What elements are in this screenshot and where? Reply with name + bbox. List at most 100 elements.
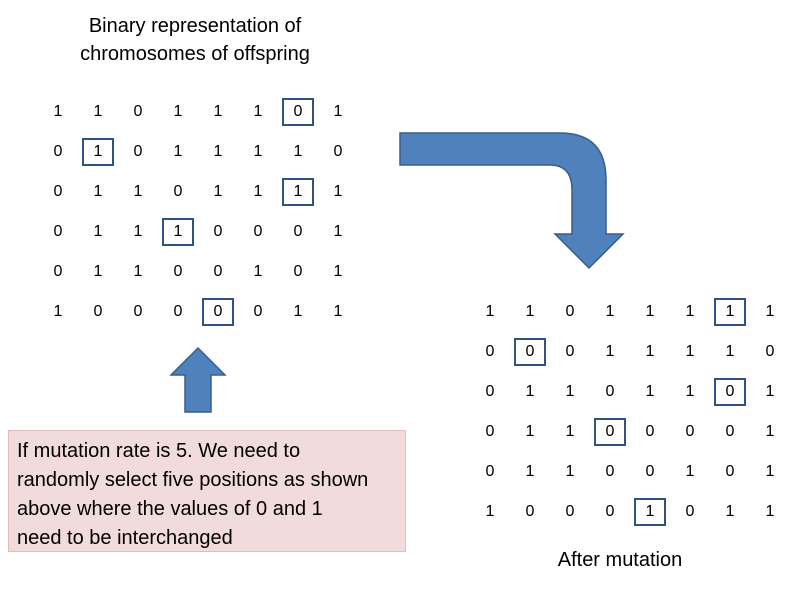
offspring-bit-r4-c8: 1	[333, 223, 343, 240]
offspring-bit-r3-c7: 1	[282, 178, 314, 206]
offspring-bit-r6-c3: 0	[133, 303, 143, 320]
offspring-bit-r3-c4: 0	[173, 183, 183, 200]
mutated-bit-r2-c1: 0	[485, 343, 495, 360]
offspring-bit-r6-c2: 0	[93, 303, 103, 320]
mutated-bit-r2-c7: 1	[725, 343, 735, 360]
mutated-bit-r4-c8: 1	[765, 423, 775, 440]
offspring-bit-r2-c4: 1	[173, 143, 183, 160]
offspring-bit-r2-c7: 1	[293, 143, 303, 160]
offspring-bit-r3-c2: 1	[93, 183, 103, 200]
offspring-bit-r6-c5: 0	[202, 298, 234, 326]
offspring-bit-r6-c6: 0	[253, 303, 263, 320]
offspring-bit-r2-c8: 0	[333, 143, 343, 160]
mutated-bit-r5-c4: 0	[605, 463, 615, 480]
offspring-bit-r5-c1: 0	[53, 263, 63, 280]
mutated-bit-r2-c6: 1	[685, 343, 695, 360]
mutated-bit-r3-c4: 0	[605, 383, 615, 400]
mutated-bit-r3-c8: 1	[765, 383, 775, 400]
mutated-bit-r6-c1: 1	[485, 503, 495, 520]
mutated-bit-r5-c6: 1	[685, 463, 695, 480]
title-line-1: Binary representation of	[88, 15, 302, 37]
mutated-bit-r6-c3: 0	[565, 503, 575, 520]
offspring-bit-r6-c1: 1	[53, 303, 63, 320]
mutated-bit-r1-c6: 1	[685, 303, 695, 320]
mutated-bit-r5-c1: 0	[485, 463, 495, 480]
offspring-bit-r5-c2: 1	[93, 263, 103, 280]
mutated-bit-r3-c7: 0	[714, 378, 746, 406]
offspring-bit-r4-c2: 1	[93, 223, 103, 240]
offspring-bit-r2-c6: 1	[253, 143, 263, 160]
mutated-bit-r4-c5: 0	[645, 423, 655, 440]
offspring-bit-r3-c1: 0	[53, 183, 63, 200]
mutated-bit-r6-c2: 0	[525, 503, 535, 520]
mutated-bit-r1-c5: 1	[645, 303, 655, 320]
offspring-bit-r6-c8: 1	[333, 303, 343, 320]
offspring-bit-r2-c5: 1	[213, 143, 223, 160]
mutated-bit-r4-c6: 0	[685, 423, 695, 440]
offspring-bit-r5-c5: 0	[213, 263, 223, 280]
offspring-bit-r1-c2: 1	[93, 103, 103, 120]
offspring-bit-r5-c4: 0	[173, 263, 183, 280]
mutated-bit-r2-c4: 1	[605, 343, 615, 360]
mutated-bit-r6-c7: 1	[725, 503, 735, 520]
offspring-bit-r6-c7: 1	[293, 303, 303, 320]
title-line-2: chromosomes of offspring	[80, 43, 310, 65]
mutated-bit-r3-c5: 1	[645, 383, 655, 400]
mutated-bit-r4-c3: 1	[565, 423, 575, 440]
mutated-bit-r1-c1: 1	[485, 303, 495, 320]
offspring-bit-r1-c4: 1	[173, 103, 183, 120]
offspring-bit-r4-c1: 0	[53, 223, 63, 240]
note-line-4: need to be interchanged	[17, 527, 233, 549]
mutated-bit-r4-c2: 1	[525, 423, 535, 440]
mutated-bit-r3-c3: 1	[565, 383, 575, 400]
mutated-bit-r1-c7: 1	[714, 298, 746, 326]
mutated-bit-r6-c6: 0	[685, 503, 695, 520]
mutated-bit-r4-c4: 0	[594, 418, 626, 446]
offspring-bit-r4-c3: 1	[133, 223, 143, 240]
offspring-bit-r2-c3: 0	[133, 143, 143, 160]
offspring-bit-r4-c5: 0	[213, 223, 223, 240]
note-line-3: above where the values of 0 and 1	[17, 498, 323, 520]
mutated-bit-r6-c5: 1	[634, 498, 666, 526]
mutated-bit-r4-c1: 0	[485, 423, 495, 440]
after-mutation-caption: After mutation	[557, 549, 683, 571]
offspring-bit-r1-c8: 1	[333, 103, 343, 120]
note-line-2: randomly select five positions as shown	[17, 469, 369, 491]
mutated-bit-r5-c8: 1	[765, 463, 775, 480]
mutated-bit-r2-c2: 0	[514, 338, 546, 366]
offspring-bit-r3-c8: 1	[333, 183, 343, 200]
offspring-bit-r1-c6: 1	[253, 103, 263, 120]
mutated-bit-r1-c4: 1	[605, 303, 615, 320]
offspring-bit-r4-c6: 0	[253, 223, 263, 240]
mutated-bit-r4-c7: 0	[725, 423, 735, 440]
mutated-bit-r3-c1: 0	[485, 383, 495, 400]
mutated-bit-r3-c2: 1	[525, 383, 535, 400]
offspring-bit-r3-c6: 1	[253, 183, 263, 200]
mutated-bit-r1-c8: 1	[765, 303, 775, 320]
offspring-bit-r1-c1: 1	[53, 103, 63, 120]
mutated-bit-r5-c3: 1	[565, 463, 575, 480]
mutated-bit-r5-c7: 0	[725, 463, 735, 480]
mutated-bit-r5-c2: 1	[525, 463, 535, 480]
mutated-bit-r2-c3: 0	[565, 343, 575, 360]
offspring-bit-r4-c7: 0	[293, 223, 303, 240]
mutated-bit-r6-c4: 0	[605, 503, 615, 520]
offspring-bit-r4-c4: 1	[162, 218, 194, 246]
mutated-bit-r6-c8: 1	[765, 503, 775, 520]
offspring-bit-r1-c7: 0	[282, 98, 314, 126]
curved-right-down-arrow	[399, 132, 625, 270]
mutated-bit-r2-c8: 0	[765, 343, 775, 360]
offspring-bit-r1-c5: 1	[213, 103, 223, 120]
offspring-bit-r5-c7: 0	[293, 263, 303, 280]
offspring-bit-r5-c8: 1	[333, 263, 343, 280]
offspring-bit-r5-c6: 1	[253, 263, 263, 280]
mutated-bit-r2-c5: 1	[645, 343, 655, 360]
offspring-bit-r6-c4: 0	[173, 303, 183, 320]
mutation-note-box: If mutation rate is 5. We need to random…	[8, 430, 406, 552]
mutated-bit-r5-c5: 0	[645, 463, 655, 480]
note-line-1: If mutation rate is 5. We need to	[17, 440, 301, 462]
mutated-bit-r1-c2: 1	[525, 303, 535, 320]
diagram-title: Binary representation of chromosomes of …	[40, 12, 350, 68]
mutated-bit-r1-c3: 0	[565, 303, 575, 320]
